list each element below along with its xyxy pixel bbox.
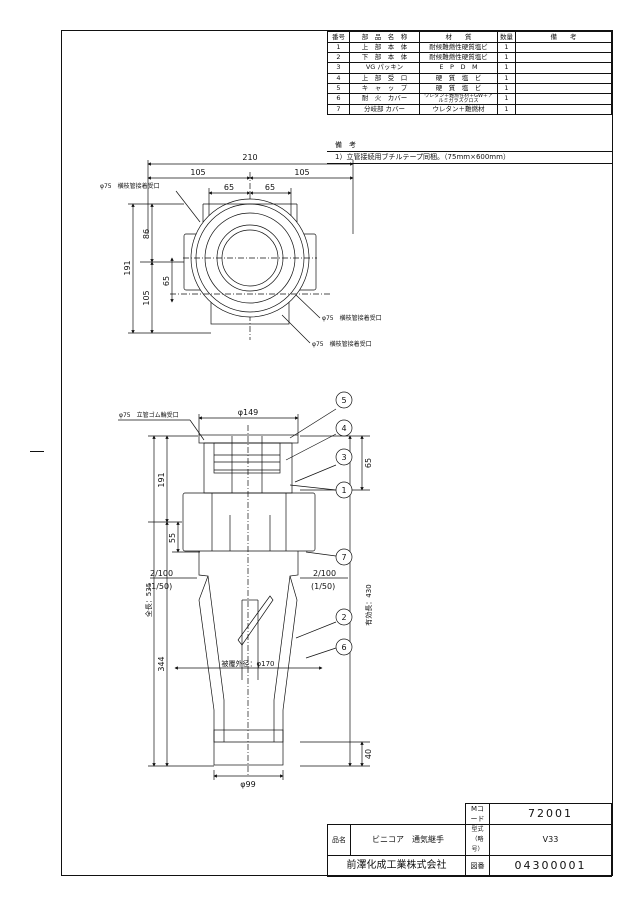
m-code-value: 72001: [489, 803, 612, 825]
callout-1: 1: [341, 486, 346, 495]
table-row: 5 キ ャ ッ プ 硬 質 塩 ビ 1: [327, 82, 612, 94]
top-dim-inner-right: 65: [265, 183, 275, 192]
drawing-no-value: 04300001: [489, 855, 612, 877]
front-dim-40: 40: [364, 749, 373, 759]
company-name: 前澤化成工業株式会社: [327, 855, 466, 877]
table-row: 6 耐 火 カバー ウレタン＋難燃性材＋GW＋アルミガラスクロス 1: [327, 92, 612, 105]
remarks-header: 備 考: [327, 140, 612, 152]
top-dim-total: 210: [242, 153, 257, 162]
front-dim-191: 191: [157, 472, 166, 487]
top-label-bottom: φ75 横枝管接着受口: [312, 340, 372, 348]
top-dim-inner-left: 65: [224, 183, 234, 192]
top-dim-right: 105: [294, 168, 309, 177]
parts-table: 番号 部 品 名 称 材 質 数量 備 考 1 上 部 本 体 耐候難燃性硬質塩…: [327, 31, 612, 116]
product-label: 品名: [327, 824, 351, 856]
title-block: Mコード 72001 品名 ビニコア 通気継手 型式（略号） V33 前澤化成工…: [327, 803, 612, 877]
m-code-label: Mコード: [465, 803, 490, 825]
front-dim-344: 344: [157, 656, 166, 671]
part-material: ウレタン＋難燃性材＋GW＋アルミガラスクロス: [419, 92, 498, 105]
slope-left-2: (1/50): [148, 582, 172, 591]
top-view: [128, 160, 354, 344]
slope-left-1: 2/100: [150, 569, 173, 578]
table-row: 7 分岐部 カバー ウレタン＋難燃材 1: [327, 103, 612, 116]
top-label-left: φ75 横枝管接着受口: [100, 182, 160, 190]
front-label-top: φ75 立管ゴム輪受口: [119, 411, 179, 419]
top-dim-upper: 86: [142, 229, 151, 239]
drawing-no-label: 図番: [465, 855, 490, 877]
model-value: V33: [489, 824, 612, 856]
part-note: [515, 82, 612, 94]
callout-3: 3: [341, 453, 346, 462]
remarks-item: 1）立管接続用ブチルテープ同梱。（75mm×600mm）: [327, 152, 612, 164]
top-label-right: φ75 横枝管接着受口: [322, 314, 382, 322]
front-dim-55: 55: [168, 533, 177, 543]
model-label: 型式（略号）: [465, 824, 490, 856]
callout-2: 2: [341, 613, 346, 622]
product-name: ビニコア 通気継手: [350, 824, 466, 856]
callout-7: 7: [341, 553, 346, 562]
front-dim-effective: 有効長：430: [364, 584, 373, 625]
front-dim-top-diameter: φ149: [238, 408, 259, 417]
callout-4: 4: [341, 424, 346, 433]
remarks-section: 備 考 1）立管接続用ブチルテープ同梱。（75mm×600mm）: [327, 140, 612, 164]
table-row: 3 VG パッキン E P D M 1: [327, 62, 612, 74]
front-dim-bottom: φ99: [240, 780, 255, 789]
slope-right-1: 2/100: [313, 569, 336, 578]
top-dim-height: 191: [123, 260, 132, 275]
front-view: [118, 408, 370, 780]
top-dim-lower: 105: [142, 290, 151, 305]
binding-mark: [30, 451, 44, 452]
part-note: [515, 103, 612, 116]
front-dim-65: 65: [364, 458, 373, 468]
callout-5: 5: [341, 396, 346, 405]
front-dim-total: 全長：535: [144, 583, 153, 617]
callout-6: 6: [341, 643, 346, 652]
slope-right-2: (1/50): [311, 582, 335, 591]
top-dim-offset: 65: [162, 276, 171, 286]
top-dim-left: 105: [190, 168, 205, 177]
front-dim-cover: 被覆外径：φ170: [222, 659, 275, 668]
callout-circles: [335, 391, 353, 656]
